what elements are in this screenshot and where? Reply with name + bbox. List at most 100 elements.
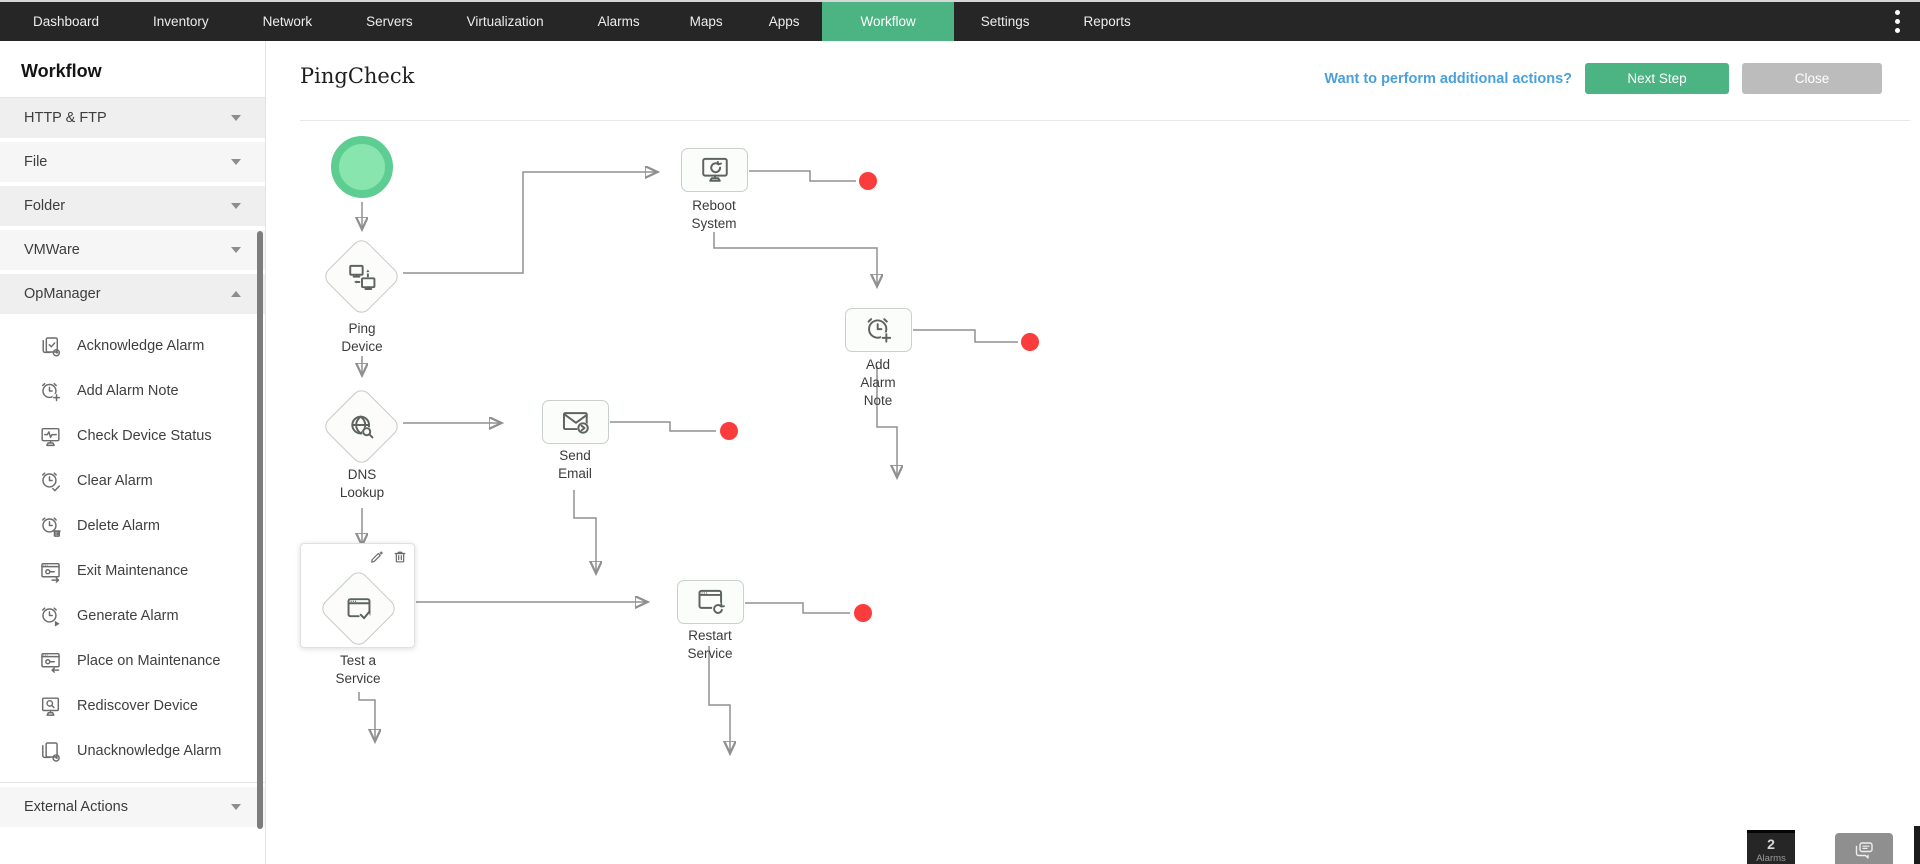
acknowledge-alarm-icon [42, 337, 61, 357]
sidebar-item-generate-alarm[interactable]: Generate Alarm [0, 594, 265, 639]
endpoint-dot-reboot-system[interactable] [859, 172, 877, 190]
sidebar-section-file[interactable]: File [0, 142, 265, 182]
generate-alarm-icon [42, 607, 60, 627]
top-navigation-bar: Dashboard Inventory Network Servers Virt… [0, 0, 1920, 41]
sidebar-item-exit-maintenance[interactable]: Exit Maintenance [0, 549, 265, 594]
sidebar-item-acknowledge-alarm[interactable]: Acknowledge Alarm [0, 324, 265, 369]
envelope-send-icon [562, 412, 589, 435]
sidebar-title: Workflow [21, 61, 102, 81]
delete-node-icon[interactable] [393, 550, 407, 564]
section-label: OpManager [24, 286, 101, 302]
item-label: Generate Alarm [77, 608, 179, 625]
sidebar-section-external-actions[interactable]: External Actions [0, 787, 265, 827]
exit-maintenance-icon [41, 562, 60, 583]
sidebar-section-folder[interactable]: Folder [0, 186, 265, 226]
sidebar-item-check-device-status[interactable]: Check Device Status [0, 414, 265, 459]
next-step-button[interactable]: Next Step [1585, 63, 1729, 94]
section-label: External Actions [24, 799, 128, 815]
sidebar-section-opmanager[interactable]: OpManager [0, 274, 265, 314]
chat-widget[interactable] [1835, 833, 1893, 864]
workflow-actions-sidebar: Workflow HTTP & FTP File Folder VMWare O… [0, 41, 266, 864]
node-add-alarm-note[interactable] [845, 308, 912, 352]
item-label: Clear Alarm [77, 473, 153, 490]
nav-tab-alarms[interactable]: Alarms [597, 14, 640, 29]
item-label: Unacknowledge Alarm [77, 743, 222, 760]
sidebar-item-clear-alarm[interactable]: Clear Alarm [0, 459, 265, 504]
alarm-clock-plus-icon [867, 318, 892, 344]
node-label-restart-service: Restart Service [687, 628, 733, 661]
monitor-reboot-icon [701, 157, 728, 182]
node-restart-service[interactable] [677, 580, 744, 624]
section-label: Folder [24, 198, 66, 214]
sidebar-item-delete-alarm[interactable]: Delete Alarm [0, 504, 265, 549]
node-toolbar [370, 550, 407, 564]
section-label: HTTP & FTP [24, 110, 107, 126]
item-label: Place on Maintenance [77, 653, 221, 670]
globe-search-icon [350, 415, 373, 438]
nav-tab-network[interactable]: Network [262, 14, 313, 29]
node-label-reboot-system: Reboot System [691, 198, 737, 231]
item-label: Delete Alarm [77, 518, 161, 535]
workflow-start-node[interactable] [331, 136, 393, 198]
sidebar-item-unacknowledge-alarm[interactable]: Unacknowledge Alarm [0, 729, 265, 774]
section-label: File [24, 154, 48, 170]
node-test-a-service[interactable] [318, 568, 399, 649]
chevron-up-icon [231, 291, 241, 297]
nav-tab-dashboard[interactable]: Dashboard [33, 14, 100, 29]
node-send-email[interactable] [542, 400, 609, 444]
nav-tab-servers[interactable]: Servers [366, 14, 413, 29]
node-label-add-alarm-note: Add Alarm Note [860, 357, 896, 408]
add-alarm-note-icon [42, 382, 61, 402]
nav-tab-maps[interactable]: Maps [689, 14, 723, 29]
item-label: Exit Maintenance [77, 563, 189, 580]
node-dns-lookup[interactable] [321, 386, 402, 467]
nav-tab-reports[interactable]: Reports [1083, 14, 1131, 29]
two-monitors-network-icon [348, 264, 375, 290]
sidebar-scrollbar-thumb[interactable] [257, 231, 263, 829]
sidebar-item-add-alarm-note[interactable]: Add Alarm Note [0, 369, 265, 414]
item-label: Add Alarm Note [77, 383, 179, 400]
endpoint-dot-send-email[interactable] [720, 422, 738, 440]
alarm-count: 2 [1767, 836, 1775, 852]
messages-icon [1855, 842, 1873, 859]
alarms-count-widget[interactable]: 2 Alarms [1747, 830, 1795, 864]
chevron-down-icon [231, 159, 241, 165]
item-label: Check Device Status [77, 428, 212, 445]
nav-tab-settings[interactable]: Settings [980, 14, 1030, 29]
sidebar-section-vmware[interactable]: VMWare [0, 230, 265, 270]
sidebar-item-place-on-maintenance[interactable]: Place on Maintenance [0, 639, 265, 684]
additional-actions-link[interactable]: Want to perform additional actions? [1324, 70, 1572, 87]
header-actions: Want to perform additional actions? Next… [1324, 63, 1882, 94]
close-button[interactable]: Close [1742, 63, 1882, 94]
more-options-icon[interactable] [1889, 2, 1906, 41]
opmanager-action-list: Acknowledge Alarm Add Alarm Note Check D… [0, 318, 265, 782]
chevron-down-icon [231, 804, 241, 810]
delete-alarm-icon [42, 517, 61, 537]
divider [0, 97, 265, 98]
endpoint-dot-restart-service[interactable] [854, 604, 872, 622]
nav-tab-inventory[interactable]: Inventory [153, 14, 209, 29]
nav-tab-workflow[interactable]: Workflow [822, 2, 954, 41]
chevron-down-icon [231, 203, 241, 209]
divider [0, 782, 265, 783]
section-label: VMWare [24, 242, 80, 258]
nav-tab-apps[interactable]: Apps [768, 14, 800, 29]
place-on-maintenance-icon [41, 652, 60, 673]
sidebar-item-rediscover-device[interactable]: Rediscover Device [0, 684, 265, 729]
edge-tile [1914, 826, 1920, 864]
node-ping-device[interactable] [321, 236, 402, 317]
node-reboot-system[interactable] [681, 148, 748, 192]
edit-node-icon[interactable] [370, 550, 384, 564]
browser-refresh-icon [698, 589, 725, 615]
nav-tab-virtualization[interactable]: Virtualization [466, 14, 544, 29]
node-label-test-a-service: Test a Service [335, 653, 381, 686]
item-label: Acknowledge Alarm [77, 338, 205, 355]
workflow-name-title: PingCheck [300, 64, 415, 88]
check-device-status-icon [41, 427, 60, 447]
sidebar-section-http-ftp[interactable]: HTTP & FTP [0, 98, 265, 138]
header-divider [300, 120, 1910, 121]
chevron-down-icon [231, 247, 241, 253]
node-label-dns-lookup: DNS Lookup [339, 467, 385, 500]
endpoint-dot-add-alarm-note[interactable] [1021, 333, 1039, 351]
